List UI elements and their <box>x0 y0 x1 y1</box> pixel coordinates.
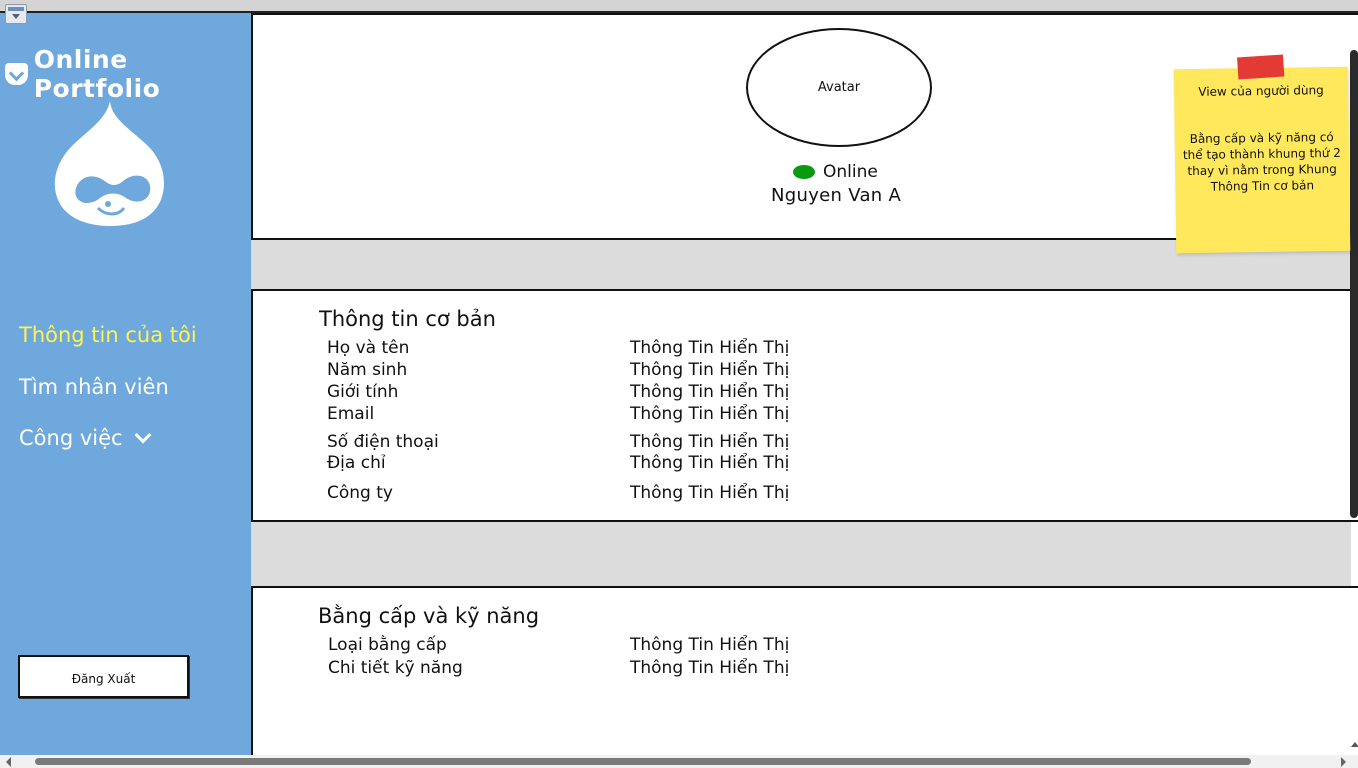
chevron-down-icon <box>134 426 152 444</box>
field-label: Giới tính <box>327 382 399 402</box>
sidebar: Online Portfolio Thông tin của tôi Tìm n… <box>0 13 251 755</box>
dropdown-arrow-icon <box>12 14 20 19</box>
field-label: Địa chỉ <box>327 453 386 473</box>
basic-info-title: Thông tin cơ bản <box>319 307 496 331</box>
section-divider <box>251 240 1351 290</box>
avatar-label: Avatar <box>817 80 861 95</box>
brand-title: Online Portfolio <box>33 45 161 103</box>
vertical-scrollbar[interactable] <box>1350 50 1358 518</box>
nav-jobs[interactable]: Công việc <box>19 426 152 450</box>
section-divider <box>251 522 1351 587</box>
field-label: Chi tiết kỹ năng <box>328 658 463 678</box>
tape-decoration <box>1237 54 1285 80</box>
field-value: Thông Tin Hiển Thị <box>630 658 790 678</box>
profile-header: Avatar Online Nguyen Van A <box>251 13 1358 240</box>
note-title: View của người dùng <box>1198 83 1324 99</box>
field-value: Thông Tin Hiển Thị <box>630 382 790 402</box>
avatar[interactable]: Avatar <box>746 28 932 147</box>
field-label: Họ và tên <box>327 338 410 358</box>
field-label: Năm sinh <box>327 360 408 380</box>
window-menu-button[interactable] <box>5 4 27 24</box>
online-status: Online <box>793 162 878 182</box>
field-label: Email <box>327 404 375 424</box>
field-value: Thông Tin Hiển Thị <box>630 360 790 380</box>
status-label: Online <box>823 162 878 182</box>
online-dot-icon <box>793 165 815 179</box>
field-value: Thông Tin Hiển Thị <box>630 404 790 424</box>
sticky-note: View của người dùng Bằng cấp và kỹ năng … <box>1173 54 1351 254</box>
field-value: Thông Tin Hiển Thị <box>630 453 790 473</box>
pocket-icon <box>5 63 28 85</box>
field-label: Số điện thoại <box>327 432 439 452</box>
horizontal-scrollbar[interactable] <box>35 758 1251 765</box>
window-menu-bar <box>8 7 24 11</box>
field-label: Loại bằng cấp <box>328 635 447 655</box>
basic-info-panel: Thông tin cơ bản Họ và tên Thông Tin Hiể… <box>251 289 1358 522</box>
nav-find-employee[interactable]: Tìm nhân viên <box>19 375 169 399</box>
skills-panel: Bằng cấp và kỹ năng Loại bằng cấp Thông … <box>251 586 1358 766</box>
window-top-bar <box>0 0 1358 13</box>
user-name: Nguyen Van A <box>771 185 902 206</box>
field-value: Thông Tin Hiển Thị <box>630 635 790 655</box>
field-label: Công ty <box>327 483 393 503</box>
nav-my-info[interactable]: Thông tin của tôi <box>19 323 197 347</box>
scroll-up-icon[interactable] <box>1351 742 1358 747</box>
brand: Online Portfolio <box>5 45 251 103</box>
skills-title: Bằng cấp và kỹ năng <box>318 604 539 628</box>
field-value: Thông Tin Hiển Thị <box>630 432 790 452</box>
scroll-left-icon[interactable] <box>6 757 11 767</box>
field-value: Thông Tin Hiển Thị <box>630 338 790 358</box>
note-body: Bằng cấp và kỹ năng có thể tạo thành khu… <box>1182 129 1341 194</box>
scroll-right-icon[interactable] <box>1341 757 1346 767</box>
nav-jobs-label: Công việc <box>19 426 123 450</box>
logout-button[interactable]: Đăng Xuất <box>18 655 189 698</box>
field-value: Thông Tin Hiển Thị <box>630 483 790 503</box>
drupal-logo-icon <box>54 101 164 226</box>
